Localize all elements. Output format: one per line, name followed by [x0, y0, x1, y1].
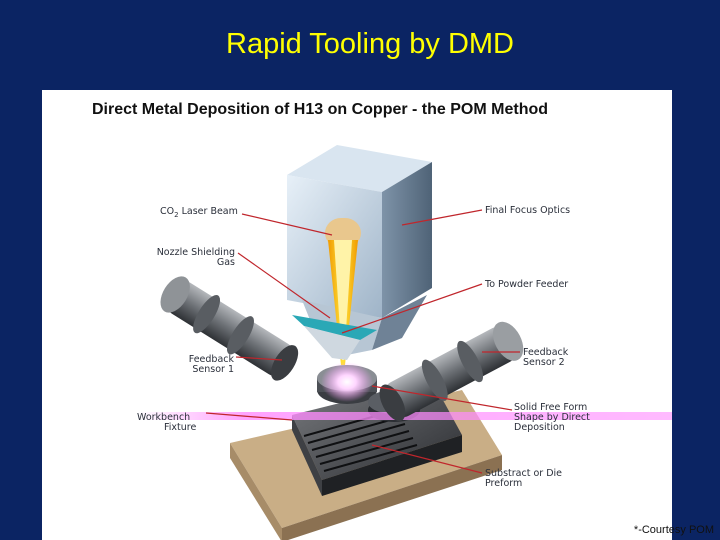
label-solid-free-form-3: Deposition — [514, 422, 565, 433]
slide-title: Rapid Tooling by DMD — [226, 28, 514, 60]
laser-beam — [325, 218, 361, 365]
label-feedback-sensor-2a: Feedback — [523, 347, 569, 358]
credit-note: *-Courtesy POM — [633, 524, 714, 536]
nozzle — [292, 315, 377, 360]
label-workbench-2: Fixture — [164, 422, 196, 433]
label-workbench-1: Workbench — [137, 412, 190, 423]
dmd-diagram: CO2 Laser Beam Nozzle Shielding Gas Feed… — [137, 145, 672, 540]
label-nozzle-gas-2: Gas — [217, 257, 235, 268]
label-nozzle-gas-1: Nozzle Shielding — [157, 247, 235, 258]
label-solid-free-form-1: Solid Free Form — [514, 402, 587, 413]
label-feedback-sensor-2b: Sensor 2 — [523, 357, 565, 368]
feedback-sensor-2 — [379, 321, 524, 422]
label-final-focus: Final Focus Optics — [485, 205, 570, 216]
label-powder-feeder: To Powder Feeder — [484, 279, 568, 290]
label-feedback-sensor-1a: Feedback — [189, 354, 235, 365]
label-substract-1: Substract or Die — [485, 468, 562, 479]
label-substract-2: Preform — [485, 478, 522, 489]
label-co2-laser: CO2 Laser Beam — [160, 206, 238, 219]
feedback-sensor-1 — [160, 276, 299, 381]
label-solid-free-form-2: Shape by Direct — [514, 412, 590, 423]
diagram-title: Direct Metal Deposition of H13 on Copper… — [92, 101, 549, 118]
label-feedback-sensor-1b: Sensor 1 — [192, 364, 234, 375]
leader-lines — [205, 209, 520, 474]
melt-pool-glow — [321, 362, 373, 402]
